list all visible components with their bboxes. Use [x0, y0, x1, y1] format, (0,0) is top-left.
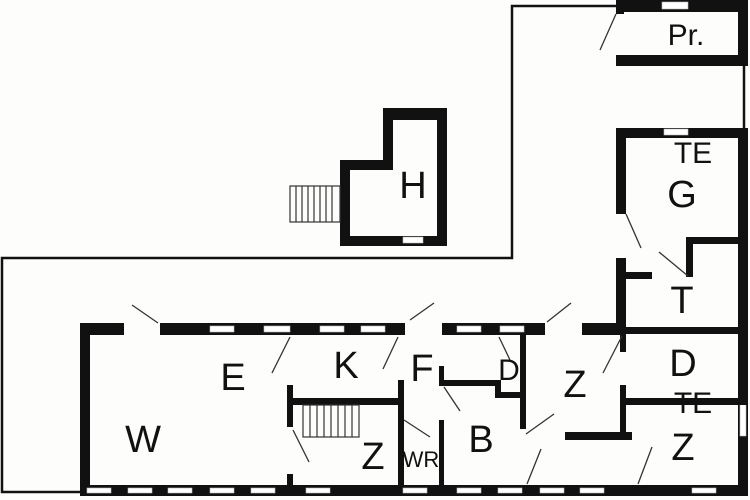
room-label-b: B	[468, 419, 493, 461]
main-stairs-icon	[302, 404, 360, 438]
room-label-z-left: Z	[361, 436, 384, 478]
storage-building	[599, 0, 748, 66]
room-label-d-mid: D	[498, 354, 520, 387]
room-label-d-right: D	[669, 343, 696, 385]
room-label-f: F	[410, 348, 433, 390]
room-label-g: G	[667, 174, 697, 216]
hut-building	[289, 108, 447, 246]
room-label-z-right: Z	[671, 427, 694, 469]
main-wing-walls	[80, 302, 748, 496]
room-label-e: E	[220, 357, 245, 399]
hut-stairs-icon	[289, 185, 341, 223]
room-label-t: T	[670, 280, 693, 322]
room-label-pr: Pr.	[668, 19, 705, 52]
room-label-te-bottom: TE	[674, 387, 712, 420]
right-wing-walls	[565, 128, 748, 496]
room-label-k: K	[333, 345, 358, 387]
room-label-te-top: TE	[674, 137, 712, 170]
room-label-z-mid: Z	[563, 364, 586, 406]
room-label-h: H	[399, 165, 426, 207]
room-label-w: W	[125, 419, 161, 461]
room-label-wr: WR	[403, 447, 440, 472]
property-boundary	[0, 4, 616, 494]
